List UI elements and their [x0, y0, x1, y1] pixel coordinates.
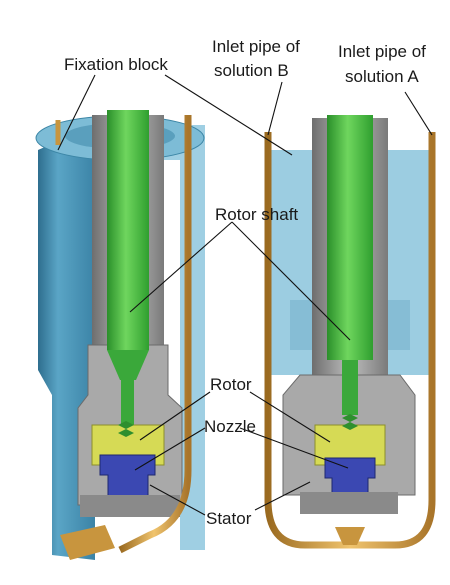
- leader-inlet-b: [267, 81, 283, 136]
- left-outlet-shape: [60, 525, 115, 560]
- right-spring-shape: [342, 414, 358, 430]
- leader-nozzle-right: [239, 427, 349, 469]
- label-inlet-b-line2: solution B: [214, 61, 289, 80]
- left-rotor-shaft-shape: [107, 110, 149, 430]
- label-fixation-block: Fixation block: [64, 55, 168, 74]
- right-stator-shape: [300, 492, 398, 514]
- left-stator-shape: [80, 495, 180, 517]
- label-inlet-a-line1: Inlet pipe of: [338, 42, 426, 61]
- leader-inlet-a: [404, 91, 433, 136]
- leader-fixation-right: [164, 74, 293, 156]
- left-assembly: [35, 110, 205, 560]
- right-assembly: [264, 115, 436, 549]
- leader-lines: [57, 74, 433, 516]
- leader-rotor-left: [139, 391, 211, 441]
- leader-rotor-right: [249, 391, 331, 443]
- label-inlet-b-line1: Inlet pipe of: [212, 37, 300, 56]
- label-stator: Stator: [206, 509, 252, 528]
- leader-fixation-left: [57, 74, 96, 151]
- label-rotor: Rotor: [210, 375, 252, 394]
- left-spring-shape: [118, 421, 134, 437]
- left-inlet-pipe-shape: [118, 115, 192, 554]
- leader-shaft-left: [129, 221, 233, 313]
- right-outlet-shape: [335, 527, 365, 545]
- leader-nozzle-left: [134, 427, 206, 471]
- leader-stator-right: [254, 481, 311, 511]
- label-inlet-a-line2: solution A: [345, 67, 419, 86]
- leader-stator-left: [149, 484, 206, 516]
- labels: Fixation block Inlet pipe of solution B …: [64, 37, 426, 528]
- label-nozzle: Nozzle: [204, 417, 256, 436]
- right-rotor-shaft-shape: [327, 115, 373, 415]
- label-rotor-shaft: Rotor shaft: [215, 205, 298, 224]
- leader-shaft-right: [231, 221, 351, 341]
